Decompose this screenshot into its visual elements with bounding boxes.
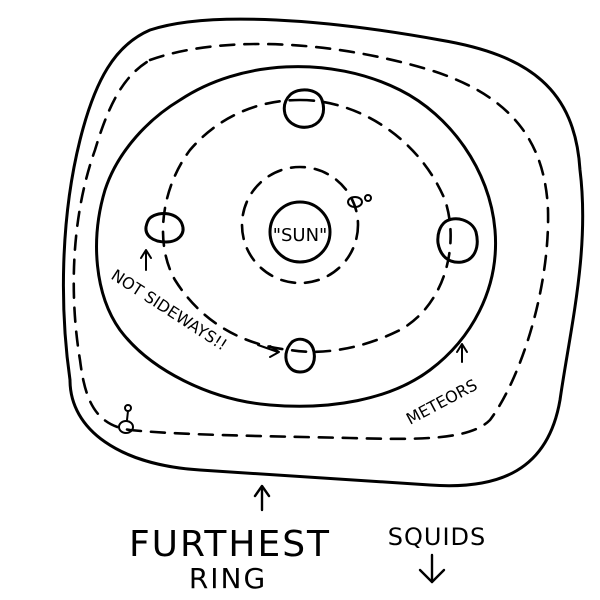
squids-label: SQUIDS xyxy=(388,523,486,551)
planet-top xyxy=(282,88,326,129)
planet-right xyxy=(436,217,479,264)
not-sideways-label: NOT SIDEWAYS!! xyxy=(108,265,231,354)
planet-left xyxy=(144,211,185,244)
furthest-label-line1: FURTHEST xyxy=(129,524,331,565)
outer-boundary xyxy=(61,17,585,488)
sun-circle xyxy=(268,200,332,264)
planet-orbit xyxy=(161,98,452,354)
arrow-to-bottom-planet xyxy=(257,344,280,358)
arrow-up-left-planet xyxy=(140,249,152,271)
arrow-squids-down xyxy=(418,553,446,584)
arrow-furthest-ring xyxy=(253,484,271,512)
sun-inner-orbit xyxy=(240,165,360,285)
small-moon-outer xyxy=(118,404,134,434)
arrow-meteors xyxy=(456,343,468,363)
planet-bottom xyxy=(284,337,316,374)
furthest-label-line2: RING xyxy=(189,562,267,595)
small-moon-inner xyxy=(347,194,372,208)
sun-label: "SUN" xyxy=(273,225,328,246)
meteors-label: METEORS xyxy=(403,375,481,428)
furthest-ring-orbit xyxy=(72,42,550,441)
middle-ring xyxy=(95,65,498,408)
